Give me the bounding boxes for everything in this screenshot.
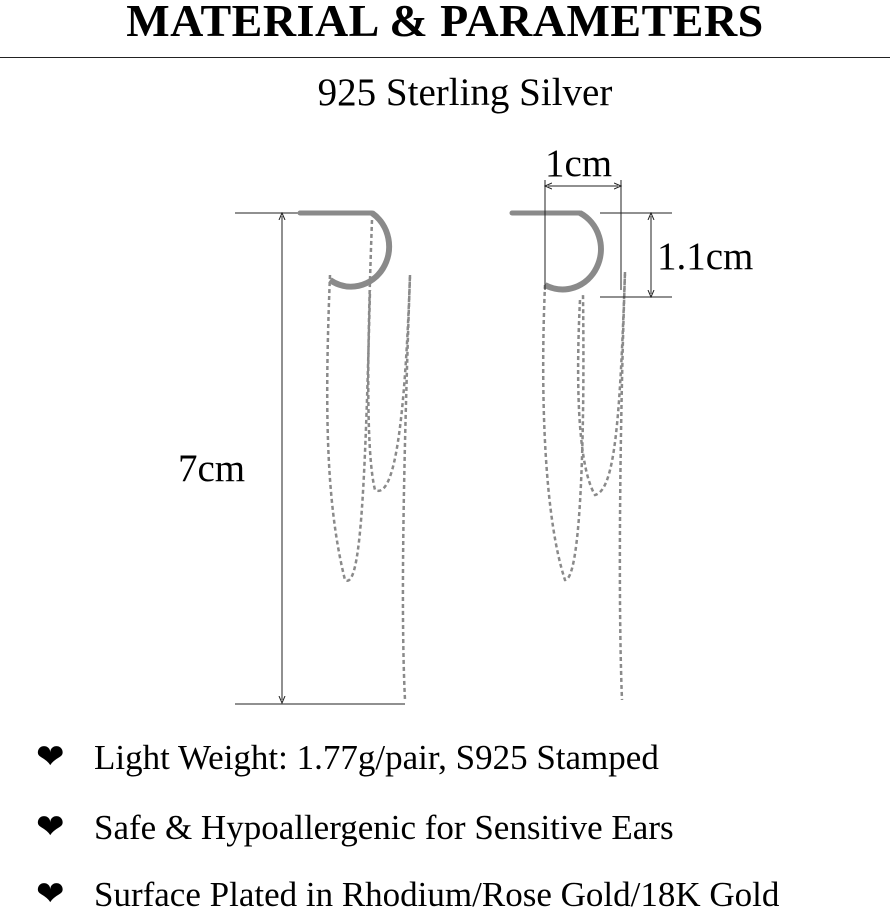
right-earring (509, 210, 627, 701)
heart-icon: ❤ (36, 876, 65, 913)
length-label: 7cm (178, 447, 246, 490)
width-height-dimension-lines (545, 180, 672, 297)
length-dimension-lines (235, 213, 405, 705)
width-label: 1cm (545, 142, 613, 185)
feature-text: Surface Plated in Rhodium/Rose Gold/18K … (94, 875, 780, 914)
feature-item: ❤ Surface Plated in Rhodium/Rose Gold/18… (36, 875, 779, 915)
material-label: 925 Sterling Silver (317, 71, 613, 114)
feature-text: Safe & Hypoallergenic for Sensitive Ears (94, 808, 674, 847)
title-divider (0, 57, 890, 58)
feature-text: Light Weight: 1.77g/pair, S925 Stamped (94, 738, 659, 777)
page-title: MATERIAL & PARAMETERS (126, 0, 764, 46)
hoop-height-label: 1.1cm (657, 235, 754, 278)
left-earring (297, 210, 412, 701)
heart-icon: ❤ (36, 809, 65, 846)
heart-icon: ❤ (36, 739, 65, 776)
feature-item: ❤ Safe & Hypoallergenic for Sensitive Ea… (36, 808, 674, 848)
feature-item: ❤ Light Weight: 1.77g/pair, S925 Stamped (36, 738, 659, 778)
